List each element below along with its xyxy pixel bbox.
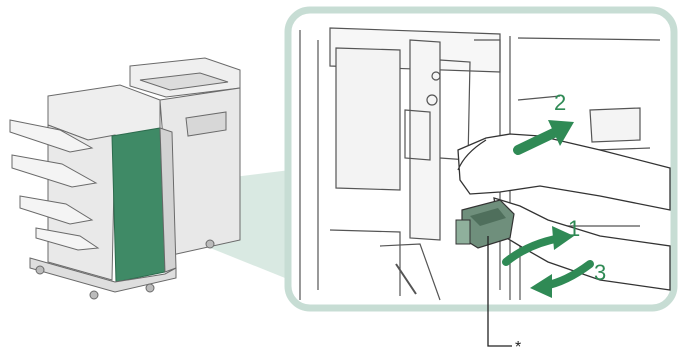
callout-asterisk: * [515,339,521,356]
step-label-2: 2 [554,90,566,115]
step-label-1: 1 [568,216,580,241]
step-label-3: 3 [594,260,606,285]
printer-illustration [10,58,240,299]
finisher-front-panel [112,128,165,282]
